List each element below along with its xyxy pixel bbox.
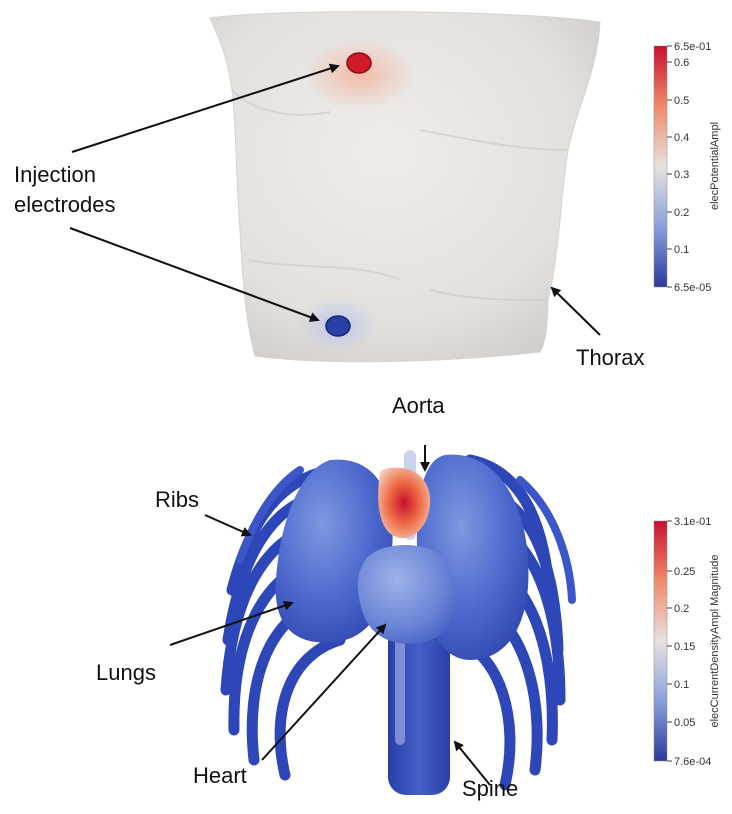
- label-aorta: Aorta: [392, 393, 445, 419]
- aorta: [378, 450, 430, 540]
- colorbar-bottom-tick-label: 0.25: [674, 566, 695, 578]
- colorbar-bottom: 3.1e-01 0.25 0.2 0.15 0.1 0.05 7.6e-04 elecCur…: [654, 516, 721, 768]
- colorbar-bottom-tick-label: 3.1e-01: [674, 516, 711, 528]
- label-spine: Spine: [462, 776, 518, 802]
- arrow-ribs: [205, 515, 250, 535]
- potential-glow-high: [305, 40, 415, 110]
- colorbar-bottom-tick-label: 0.2: [674, 603, 689, 615]
- colorbar-top-tick-label: 0.5: [674, 95, 689, 107]
- colorbar-top-gradient: [654, 46, 667, 287]
- thorax-model: [210, 12, 600, 362]
- colorbar-bottom-gradient: [654, 521, 667, 761]
- label-thorax: Thorax: [576, 345, 644, 371]
- colorbar-top: 6.5e-01 0.6 0.5 0.4 0.3 0.2 0.1 6.5e-05 elecPot…: [654, 41, 721, 294]
- colorbar-bottom-tick-label: 0.05: [674, 717, 695, 729]
- colorbar-top-title: elecPotentialAmpl: [709, 122, 721, 210]
- colorbar-top-tick-label: 6.5e-01: [674, 41, 711, 53]
- colorbar-bottom-tick-label: 7.6e-04: [674, 756, 711, 768]
- colorbar-top-tick-label: 0.3: [674, 169, 689, 181]
- colorbar-top-tick-label: 0.2: [674, 207, 689, 219]
- arrow-thorax: [552, 288, 600, 335]
- spine: [388, 620, 450, 795]
- colorbar-top-tick-label: 6.5e-05: [674, 282, 711, 294]
- colorbar-top-tick-label: 0.4: [674, 132, 689, 144]
- injection-electrode-bottom: [326, 316, 350, 336]
- heart: [358, 545, 456, 644]
- colorbar-top-tick-label: 0.1: [674, 244, 689, 256]
- label-ribs: Ribs: [155, 487, 199, 513]
- injection-electrode-top: [347, 53, 371, 73]
- label-injection-electrodes: Injection electrodes: [14, 160, 116, 220]
- colorbar-top-tick-label: 0.6: [674, 57, 689, 69]
- colorbar-bottom-tick-label: 0.15: [674, 641, 695, 653]
- label-lungs: Lungs: [96, 660, 156, 686]
- colorbar-bottom-tick-label: 0.1: [674, 679, 689, 691]
- label-heart: Heart: [193, 763, 247, 789]
- colorbar-bottom-title: elecCurrentDensityAmpl Magnitude: [709, 554, 721, 727]
